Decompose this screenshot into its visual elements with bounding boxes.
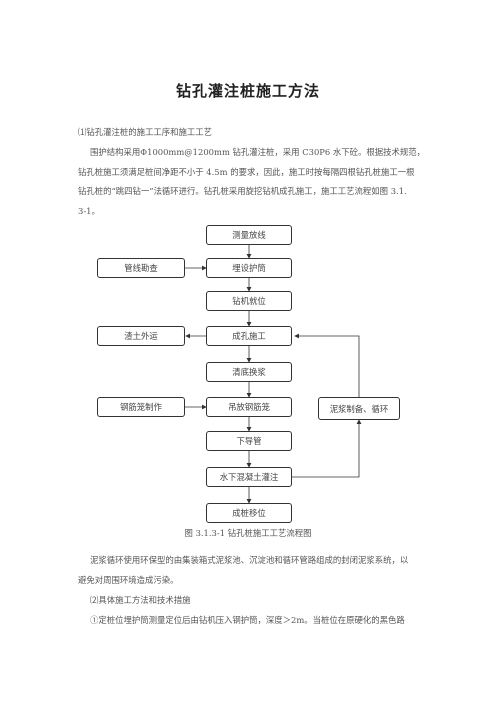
side-slurry-circulation: 泥浆制备、循环	[318, 397, 400, 420]
paragraph-1-line-1: 围护结构采用Φ1000mm@1200mm 钻孔灌注桩，采用 C30P6 水下砼。…	[90, 147, 426, 157]
section-heading-2: ⑵具体施工方法和技术措施	[90, 595, 191, 605]
paragraph-1-line-3: 钻孔桩的“跳四钻一”法循环进行。钻孔桩采用旋挖钻机成孔施工，施工工艺流程如图 3…	[78, 186, 407, 196]
step-survey-stakeout: 测量放线	[206, 225, 292, 245]
arrow-slurry-return	[292, 419, 362, 478]
paragraph-2-line-2: 避免对周围环境造成污染。	[78, 574, 179, 585]
step-casing-install: 埋设护筒	[206, 258, 292, 278]
side-pipeline-survey: 管线勘查	[97, 258, 185, 278]
paragraph-2: 泥浆循环使用环保型的由集装箱式泥浆池、沉淀池和循环管路组成的封闭泥浆系统，以 避…	[78, 551, 418, 590]
document-title: 钻孔灌注桩施工方法	[175, 82, 320, 100]
step-tremie-lowering: 下导管	[206, 431, 292, 451]
figure-caption: 图 3.1.3-1 钻孔桩施工工艺流程图	[184, 528, 312, 538]
section-heading-1: ⑴钻孔灌注桩的施工工序和施工工艺	[78, 127, 212, 137]
paragraph-1-line-2: 钻孔桩施工须满足桩间净距不小于 4.5m 的要求，因此，施工时按每隔四根钻孔桩施…	[78, 166, 415, 177]
step-boring: 成孔施工	[206, 326, 292, 346]
arrow-slurry-supply	[294, 333, 360, 397]
step-underwater-concreting: 水下混凝土灌注	[206, 467, 292, 487]
paragraph-3: ①定桩位埋护筒测量定位后由钻机压入钢护筒，深度＞2m。当桩位在原硬化的黑色路	[90, 615, 405, 625]
paragraph-1: 围护结构采用Φ1000mm@1200mm 钻孔灌注桩，采用 C30P6 水下砼。…	[78, 143, 426, 221]
side-spoil-removal: 渣土外运	[97, 326, 185, 346]
side-cage-fabrication: 钢筋笼制作	[97, 397, 185, 417]
step-cage-lowering: 吊放钢筋笼	[206, 397, 292, 417]
step-pile-completion: 成桩移位	[206, 503, 292, 523]
paragraph-1-line-4: 3-1。	[78, 205, 100, 216]
step-hole-cleaning: 清底换浆	[206, 362, 292, 382]
paragraph-2-line-1: 泥浆循环使用环保型的由集装箱式泥浆池、沉淀池和循环管路组成的封闭泥浆系统，以	[90, 555, 409, 565]
step-rig-positioning: 钻机就位	[206, 291, 292, 311]
